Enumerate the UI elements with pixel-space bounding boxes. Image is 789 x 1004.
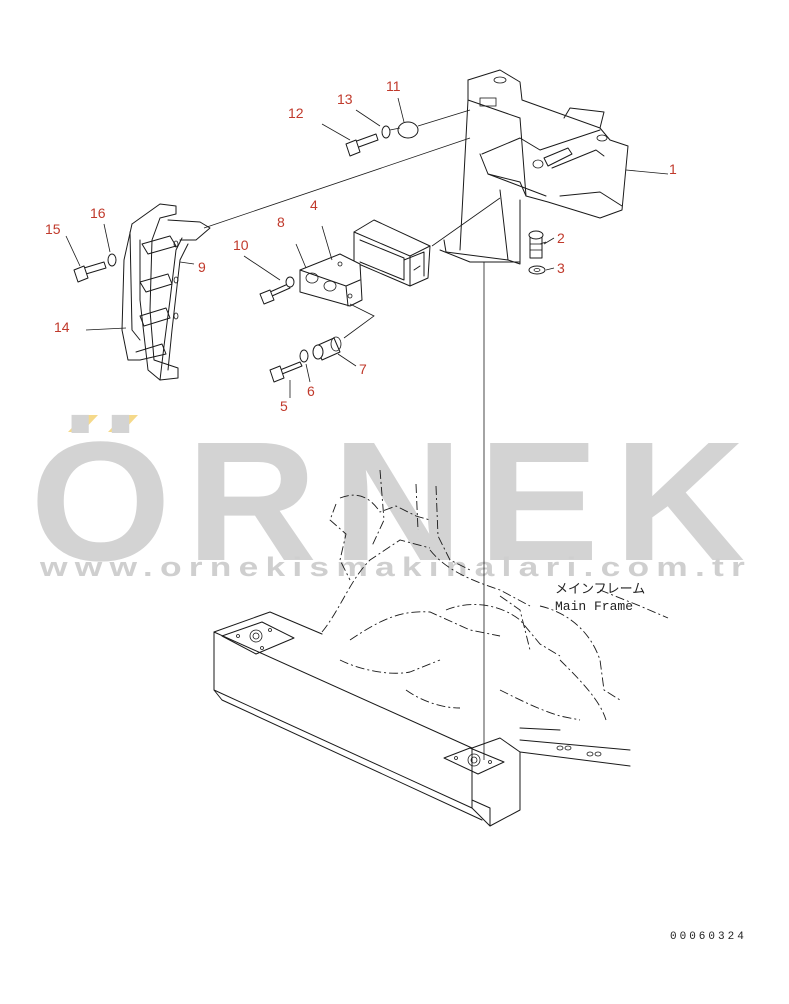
callout-1: 1 <box>669 161 677 177</box>
drawing-code: 00060324 <box>670 931 747 943</box>
main-frame-annotation: メインフレーム Main Frame <box>555 582 645 614</box>
main-frame-label-jp: メインフレーム <box>555 582 645 597</box>
watermark: ÖRNEK www.ornekismakinalari.com.tr <box>30 407 760 597</box>
callout-11: 11 <box>386 78 401 94</box>
washer-16-drawing <box>107 253 117 267</box>
callout-14: 14 <box>54 319 70 335</box>
callout-16: 16 <box>90 205 106 221</box>
washer-3-drawing <box>528 265 546 275</box>
watermark-brand: ÖRNEK <box>30 407 760 597</box>
callout-8: 8 <box>277 214 285 230</box>
callout-3: 3 <box>557 260 565 276</box>
ladder-14-drawing <box>121 203 211 381</box>
box-step-drawing <box>353 219 431 287</box>
callout-12: 12 <box>288 105 304 121</box>
bolt-5-drawing <box>269 361 303 383</box>
callout-2: 2 <box>557 230 565 246</box>
washer-13-drawing <box>381 125 391 139</box>
callout-13: 13 <box>337 91 353 107</box>
cap-11-drawing <box>397 121 419 139</box>
main-frame-label-en: Main Frame <box>555 599 633 614</box>
callout-10: 10 <box>233 237 249 253</box>
bolt-15-drawing <box>73 261 107 283</box>
leader-lines <box>65 97 669 398</box>
callout-7: 7 <box>359 361 367 377</box>
bolt-2-drawing <box>528 230 544 259</box>
bolt-12-drawing <box>345 133 379 157</box>
step-bracket-part <box>439 69 629 265</box>
assembly-lines <box>203 109 547 339</box>
callout-9: 9 <box>198 259 206 275</box>
callout-4: 4 <box>310 197 318 213</box>
spacer-7-drawing <box>312 336 342 361</box>
watermark-accent-right <box>108 415 138 432</box>
bolt-10-drawing <box>259 276 295 305</box>
callout-15: 15 <box>45 221 61 237</box>
callout-5: 5 <box>280 398 288 414</box>
callouts: 1 2 3 4 5 6 7 8 9 10 11 12 13 14 15 16 <box>45 78 677 414</box>
watermark-accent-left <box>68 415 98 432</box>
washer-6-drawing <box>299 349 309 363</box>
plate-8-drawing <box>299 253 363 307</box>
main-frame-drawing <box>213 469 669 827</box>
callout-6: 6 <box>307 383 315 399</box>
watermark-url: www.ornekismakinalari.com.tr <box>39 552 752 582</box>
